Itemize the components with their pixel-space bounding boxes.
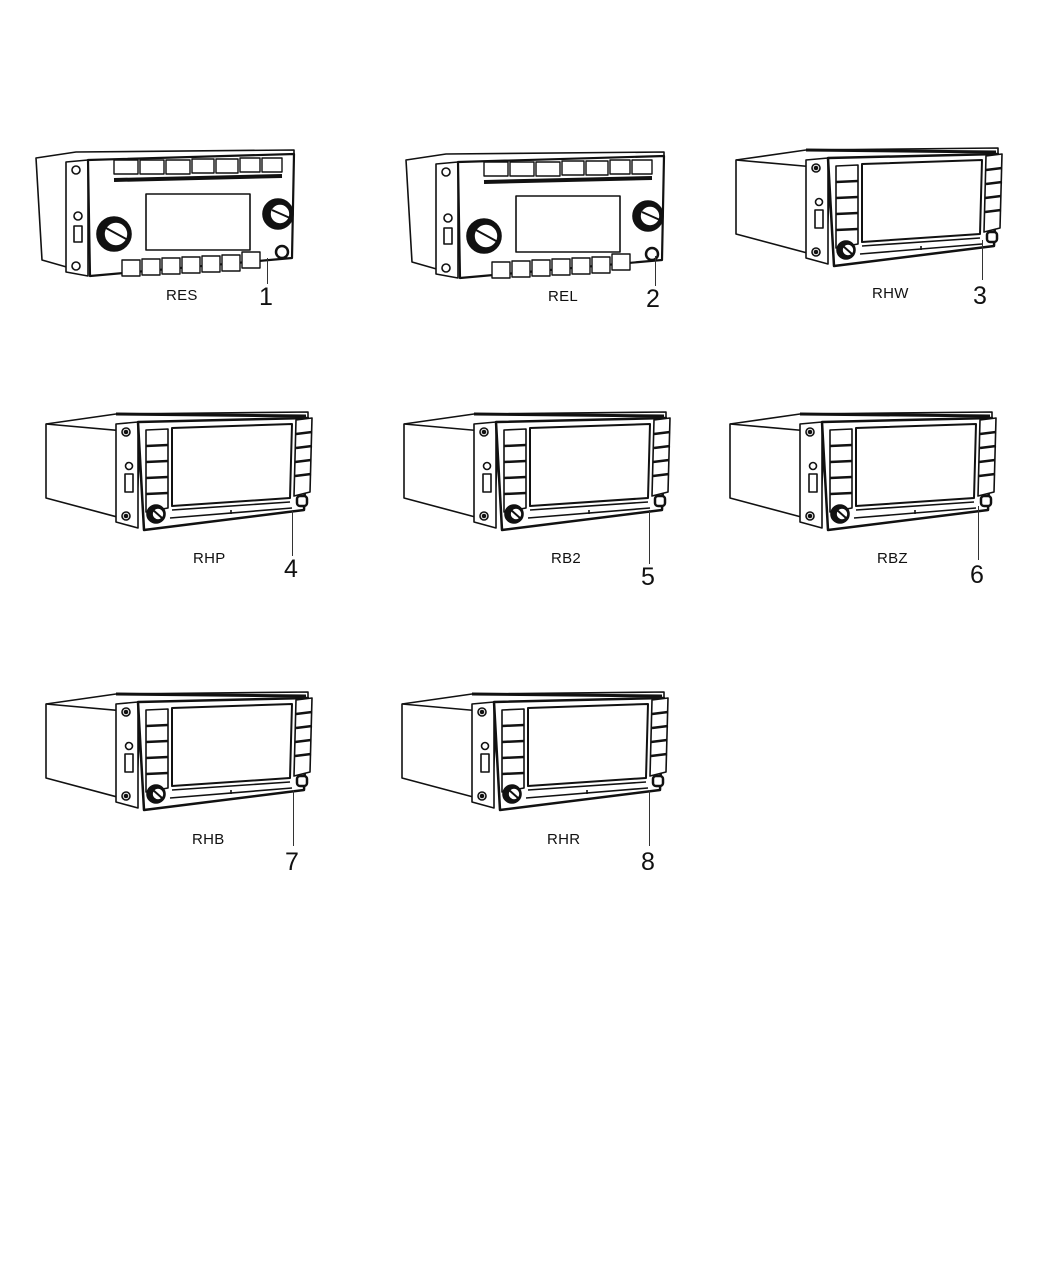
part-item-7[interactable]: [44, 690, 316, 815]
radio-unit-drawing: [734, 146, 1004, 268]
leader-line-8: [649, 790, 650, 846]
part-item-5[interactable]: [402, 410, 674, 535]
radio-unit-drawing: [728, 410, 998, 532]
radio-unit-drawing: [402, 410, 672, 532]
callout-number-8: 8: [641, 848, 655, 876]
part-item-1[interactable]: [34, 148, 306, 288]
part-code-7: RHB: [192, 831, 225, 848]
leader-line-4: [292, 510, 293, 556]
leader-line-1: [267, 258, 268, 284]
callout-number-6: 6: [970, 561, 984, 589]
part-item-4[interactable]: [44, 410, 316, 535]
radio-unit-drawing: [34, 148, 296, 278]
part-code-3: RHW: [872, 285, 909, 302]
part-code-2: REL: [548, 288, 579, 305]
radio-unit-drawing: [404, 150, 666, 280]
callout-number-7: 7: [285, 848, 299, 876]
leader-line-6: [978, 506, 979, 560]
part-item-3[interactable]: [734, 146, 1006, 271]
radio-unit-drawing: [44, 690, 314, 812]
part-item-2[interactable]: [404, 150, 676, 290]
part-code-5: RB2: [551, 550, 582, 567]
part-item-6[interactable]: [728, 410, 1000, 535]
radio-unit-drawing: [44, 410, 314, 532]
callout-number-3: 3: [973, 282, 987, 310]
part-code-6: RBZ: [877, 550, 908, 567]
leader-line-3: [982, 240, 983, 280]
leader-line-5: [649, 510, 650, 564]
radio-unit-drawing: [400, 690, 670, 812]
callout-number-2: 2: [646, 285, 660, 313]
part-item-8[interactable]: [400, 690, 672, 815]
part-code-1: RES: [166, 287, 198, 304]
leader-line-2: [655, 256, 656, 286]
callout-number-4: 4: [284, 555, 298, 583]
part-code-4: RHP: [193, 550, 226, 567]
callout-number-5: 5: [641, 563, 655, 591]
callout-number-1: 1: [259, 283, 273, 311]
leader-line-7: [293, 790, 294, 846]
part-code-8: RHR: [547, 831, 581, 848]
